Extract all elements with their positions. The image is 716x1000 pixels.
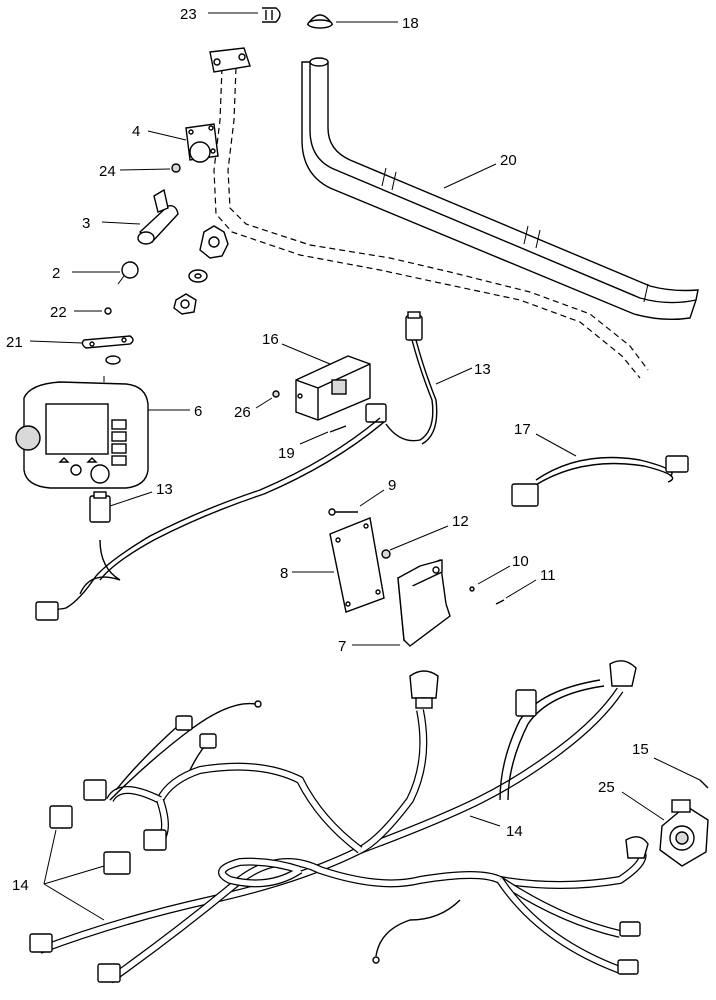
callout-19: 19 [278,445,295,462]
callout-12: 12 [452,513,469,530]
switch-module-part [281,343,371,421]
handle-grip-part [101,188,179,245]
callout-8: 8 [280,565,288,582]
small-washer-part [74,307,112,315]
callout-18: 18 [402,15,419,32]
mounting-plate [209,47,251,73]
cap-part [306,14,398,29]
callout-16: 16 [262,331,279,348]
screw-10-part [469,565,511,592]
nut-12-part [381,525,449,559]
callout-6: 6 [194,403,202,420]
nut-part [173,293,197,315]
callout-14-left: 14 [12,877,29,894]
callout-17: 17 [514,421,531,438]
callout-22: 22 [50,304,67,321]
link-strap-part [29,335,134,365]
callout-14-right: 14 [506,823,523,840]
callout-9: 9 [388,477,396,494]
callout-24: 24 [99,163,116,180]
callout-21: 21 [6,334,23,351]
callout-13-upper: 13 [474,361,491,378]
callout-2: 2 [52,265,60,282]
harness-17 [511,433,689,507]
callout-10: 10 [512,553,529,570]
main-harness-14 [29,660,649,984]
harness-13 [35,311,473,621]
u-bolt-part [208,7,281,23]
callout-15: 15 [632,741,649,758]
screw-19-part [299,425,347,445]
callout-13-lower: 13 [156,481,173,498]
knob-flange-part [147,123,219,163]
tube-handle-part [301,57,699,321]
callout-4: 4 [132,123,140,140]
callout-23: 23 [180,6,197,23]
callout-20: 20 [500,152,517,169]
control-box-part [352,558,451,647]
screw-26-part [255,390,280,409]
callout-26: 26 [234,404,251,421]
callout-3: 3 [82,215,90,232]
pin-15-part [653,757,709,789]
callout-25: 25 [598,779,615,796]
small-nut-part [119,163,181,173]
ball-knob-part [72,261,139,285]
screw-11-part [495,579,537,605]
star-knob-part [199,225,229,259]
callout-11: 11 [540,567,556,584]
connector-housing-25 [621,791,709,867]
callout-7: 7 [338,638,346,655]
plate-8-part [292,517,385,613]
dashed-cable-route [213,67,649,379]
washer-part [188,269,208,283]
bolt-9-part [328,489,385,516]
display-terminal-part [15,376,190,489]
